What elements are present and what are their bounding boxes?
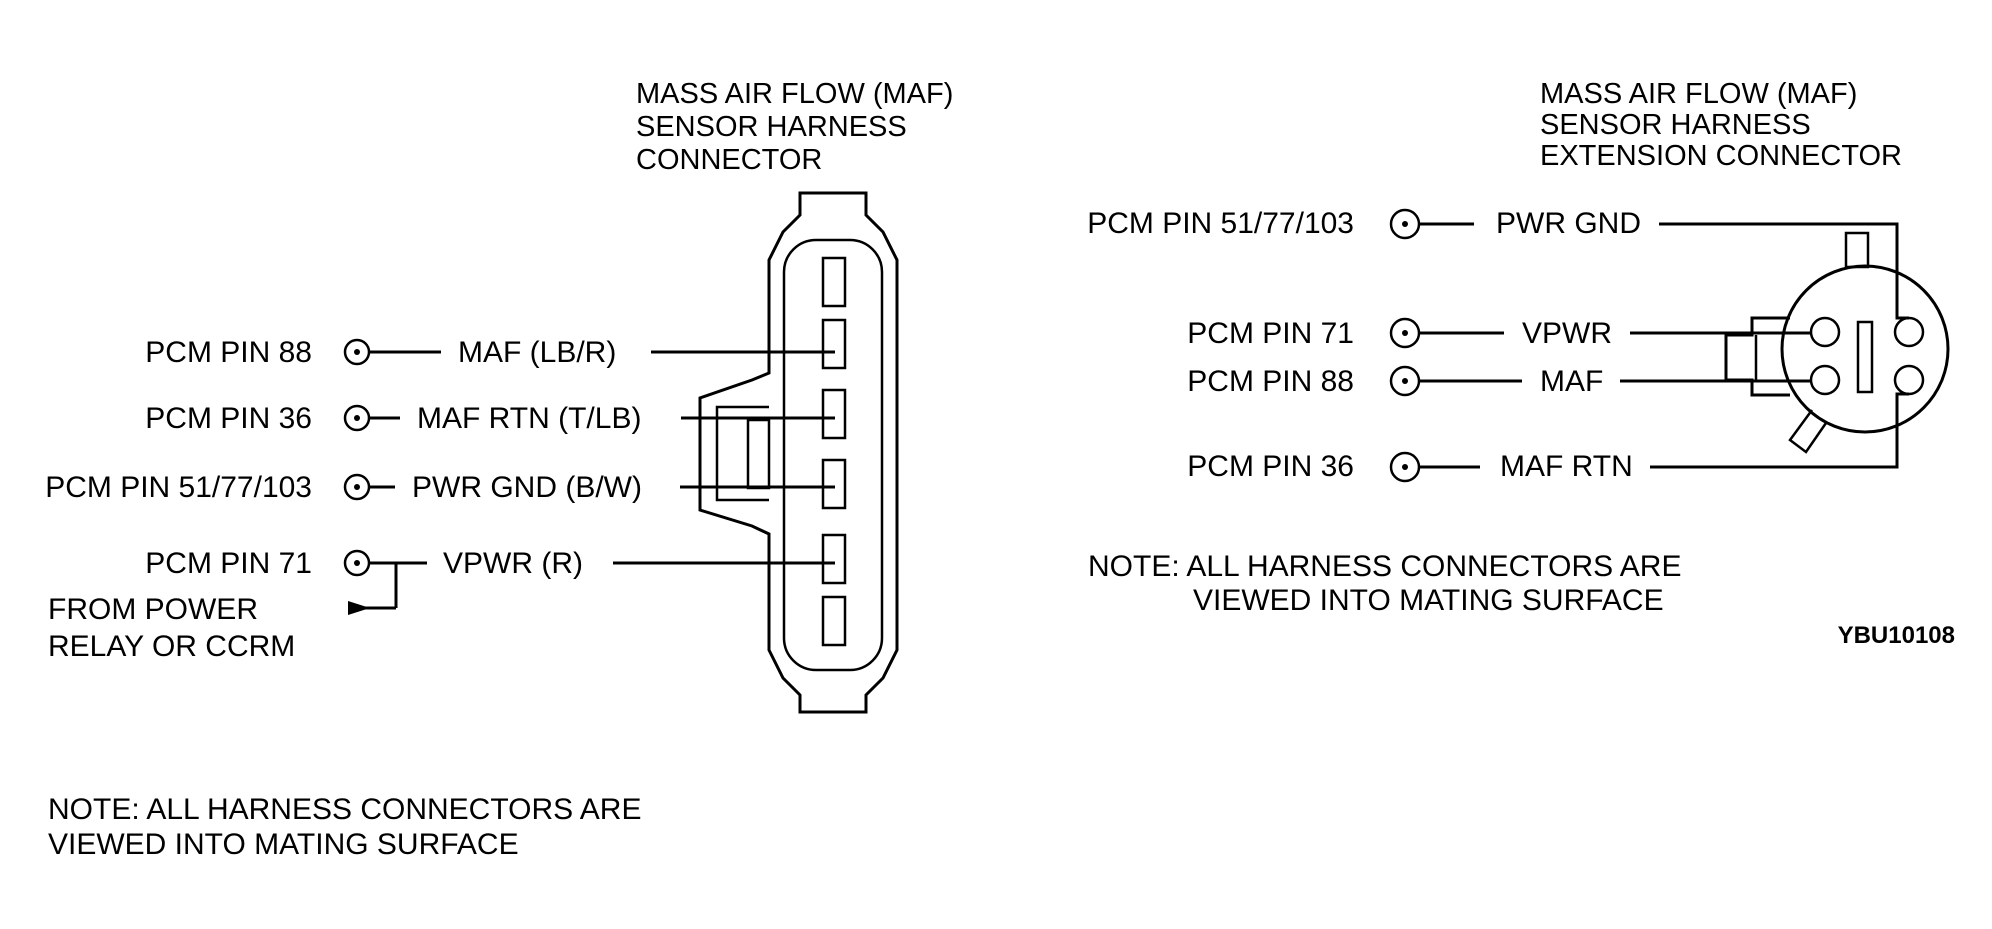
left-note-line-2: VIEWED INTO MATING SURFACE <box>48 828 519 861</box>
left-pin-row-71: PCM PIN 71 VPWR (R) <box>145 547 835 580</box>
right-title-line-3: EXTENSION CONNECTOR <box>1540 140 1902 172</box>
left-pin-row-51-77-103: PCM PIN 51/77/103 PWR GND (B/W) <box>45 471 835 504</box>
left-title-line-2: SENSOR HARNESS <box>636 111 907 143</box>
right-terminal-dot <box>1402 221 1408 227</box>
left-signal-label: VPWR (R) <box>443 547 583 580</box>
right-connector-outline <box>1780 264 1950 434</box>
right-connector-bottom-tab <box>1788 409 1828 454</box>
right-signal-label: PWR GND <box>1496 207 1641 240</box>
power-source: FROM POWER RELAY OR CCRM <box>48 563 398 663</box>
power-arrow-icon <box>348 601 370 615</box>
right-terminal-maf-rtn <box>1893 364 1925 396</box>
left-pcm-pin-label: PCM PIN 71 <box>145 547 312 580</box>
right-connector-top-tab <box>1844 231 1870 269</box>
power-source-line-2: RELAY OR CCRM <box>48 630 295 663</box>
right-terminal-maf <box>1809 364 1841 396</box>
left-terminal-dot <box>354 349 360 355</box>
left-signal-label: PWR GND (B/W) <box>412 471 642 504</box>
right-pin-row-71: PCM PIN 71 VPWR <box>1187 317 1811 350</box>
left-connector-title: MASS AIR FLOW (MAF) SENSOR HARNESS CONNE… <box>636 78 953 176</box>
right-wire-to-terminal <box>1650 392 1909 469</box>
left-connector-outline <box>698 191 899 714</box>
left-title-line-3: CONNECTOR <box>636 144 822 176</box>
right-terminal-dot <box>1402 330 1408 336</box>
left-note: NOTE: ALL HARNESS CONNECTORS ARE VIEWED … <box>48 793 641 861</box>
left-terminal-cavity <box>821 458 847 510</box>
right-signal-label: MAF RTN <box>1500 450 1633 483</box>
left-note-line-1: NOTE: ALL HARNESS CONNECTORS ARE <box>48 793 641 826</box>
right-signal-label: VPWR <box>1522 317 1612 350</box>
left-pcm-pin-label: PCM PIN 88 <box>145 336 312 369</box>
right-note-line-1: NOTE: ALL HARNESS CONNECTORS ARE <box>1088 550 1681 583</box>
right-note: NOTE: ALL HARNESS CONNECTORS ARE VIEWED … <box>1088 550 1681 617</box>
right-connector-latch <box>1724 316 1790 397</box>
right-title-line-1: MASS AIR FLOW (MAF) <box>1540 78 1857 110</box>
left-pcm-pin-label: PCM PIN 51/77/103 <box>45 471 312 504</box>
right-connector-title: MASS AIR FLOW (MAF) SENSOR HARNESS EXTEN… <box>1540 78 1902 172</box>
right-title-line-2: SENSOR HARNESS <box>1540 109 1811 141</box>
left-connector-inner-wall <box>782 238 884 672</box>
left-pin-row-88: PCM PIN 88 MAF (LB/R) <box>145 336 835 369</box>
left-title-line-1: MASS AIR FLOW (MAF) <box>636 78 953 110</box>
left-connector-body <box>698 191 899 714</box>
left-terminal-dot <box>354 415 360 421</box>
right-pin-row-88: PCM PIN 88 MAF <box>1187 365 1811 398</box>
right-pcm-pin-label: PCM PIN 88 <box>1187 365 1354 398</box>
right-wire-to-terminal <box>1659 222 1909 320</box>
left-signal-label: MAF RTN (T/LB) <box>417 402 641 435</box>
right-connector-body <box>1724 231 1950 454</box>
right-pcm-pin-label: PCM PIN 36 <box>1187 450 1354 483</box>
left-terminal-dot <box>354 560 360 566</box>
right-terminal-dot <box>1402 378 1408 384</box>
left-terminal-cavity <box>821 256 847 308</box>
power-source-line-1: FROM POWER <box>48 593 258 626</box>
left-pin-row-36: PCM PIN 36 MAF RTN (T/LB) <box>145 402 835 435</box>
right-pcm-pin-label: PCM PIN 71 <box>1187 317 1354 350</box>
right-signal-label: MAF <box>1540 365 1603 398</box>
figure-id: YBU10108 <box>1838 622 1955 649</box>
right-terminal-pwr-gnd <box>1893 316 1925 348</box>
left-terminal-cavity <box>821 318 847 370</box>
left-terminal-cavity <box>821 595 847 647</box>
right-terminal-dot <box>1402 464 1408 470</box>
left-signal-label: MAF (LB/R) <box>458 336 616 369</box>
right-pin-row-51-77-103: PCM PIN 51/77/103 PWR GND <box>1087 207 1909 320</box>
left-pcm-pin-label: PCM PIN 36 <box>145 402 312 435</box>
right-connector-key-slot <box>1856 320 1874 394</box>
left-terminal-cavity <box>821 388 847 440</box>
right-pcm-pin-label: PCM PIN 51/77/103 <box>1087 207 1354 240</box>
right-pin-row-36: PCM PIN 36 MAF RTN <box>1187 392 1909 483</box>
right-note-line-2: VIEWED INTO MATING SURFACE <box>1193 584 1664 617</box>
left-terminal-dot <box>354 484 360 490</box>
right-terminal-vpwr <box>1809 316 1841 348</box>
left-terminal-cavity <box>821 533 847 585</box>
